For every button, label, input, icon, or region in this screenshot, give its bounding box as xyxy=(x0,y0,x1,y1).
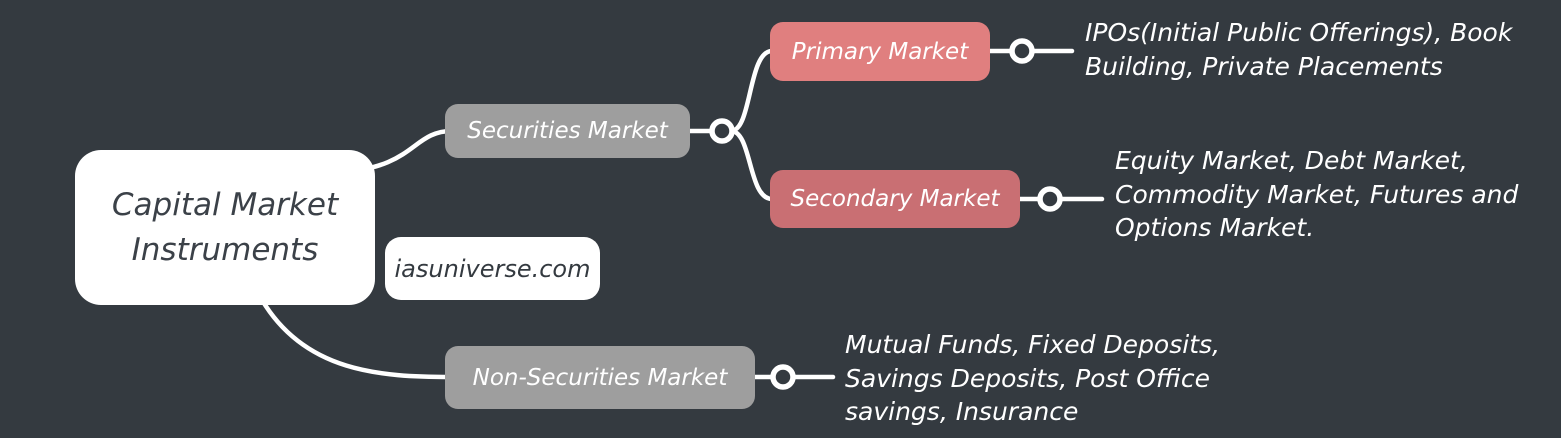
node-secondary-market: Secondary Market xyxy=(770,170,1020,228)
node-non-securities-market: Non-Securities Market xyxy=(445,346,755,409)
leaf-non-securities-market-detail: Mutual Funds, Fixed Deposits, Savings De… xyxy=(845,330,1220,426)
root-node-capital-market-instruments: Capital Market Instruments xyxy=(75,150,375,305)
node-non-securities-market-label: Non-Securities Market xyxy=(472,364,728,391)
node-securities-market: Securities Market xyxy=(445,104,690,158)
root-node-label: Capital Market Instruments xyxy=(111,186,339,268)
junction-ring-primary xyxy=(1009,38,1035,64)
junction-ring-securities xyxy=(709,118,735,144)
junction-ring-non-securities xyxy=(770,364,796,390)
node-primary-market: Primary Market xyxy=(770,22,990,81)
leaf-primary-market-detail: IPOs(Initial Public Offerings), Book Bui… xyxy=(1085,18,1513,81)
leaf-secondary-market-detail: Equity Market, Debt Market, Commodity Ma… xyxy=(1115,146,1519,242)
watermark-box: iasuniverse.com xyxy=(385,237,600,300)
junction-ring-secondary xyxy=(1037,186,1063,212)
node-primary-market-label: Primary Market xyxy=(791,38,969,65)
node-secondary-market-label: Secondary Market xyxy=(790,186,1000,212)
wire-junction-secondary xyxy=(728,128,775,202)
wire-root-non-securities xyxy=(259,297,455,380)
wire-junction-primary xyxy=(728,48,775,134)
watermark-label: iasuniverse.com xyxy=(394,254,591,283)
node-securities-market-label: Securities Market xyxy=(467,118,668,144)
